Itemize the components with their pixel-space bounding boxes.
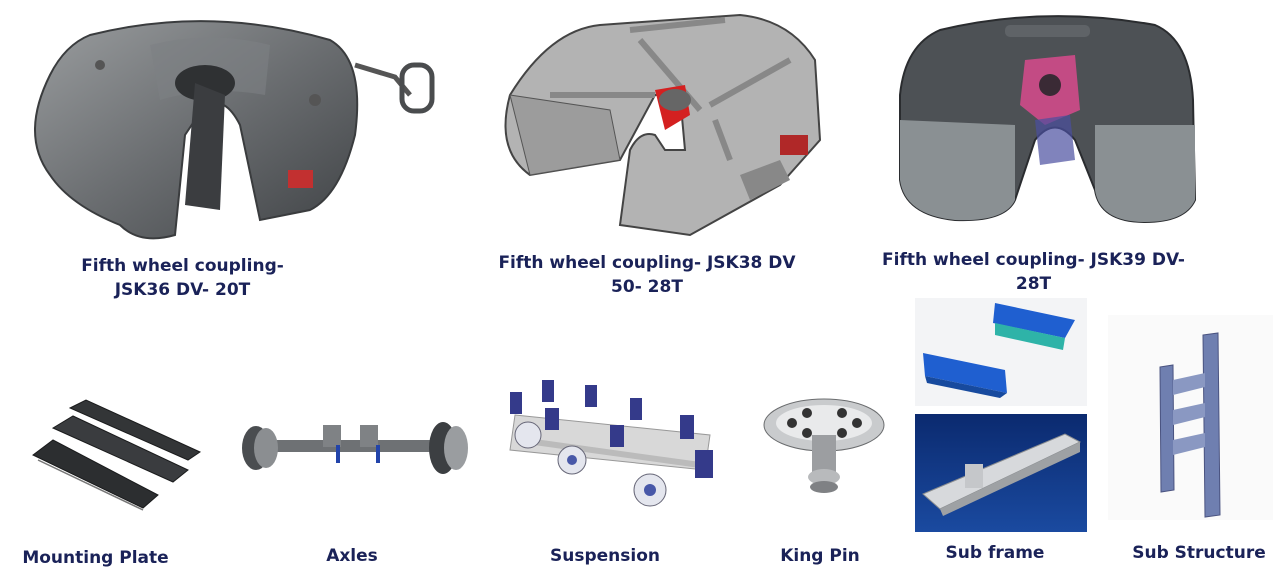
sub-frame-image-bottom xyxy=(915,414,1087,532)
caption-king-pin: King Pin xyxy=(780,546,860,566)
caption-jsk39-line1: Fifth wheel coupling- JSK39 DV- 28T xyxy=(882,250,1185,294)
caption-suspension: Suspension xyxy=(550,546,660,566)
caption-jsk38: Fifth wheel coupling- JSK38 DV 50- 28T xyxy=(497,251,797,299)
sub-frame-top-illustration xyxy=(923,303,1075,398)
caption-jsk38-line1: Fifth wheel coupling- JSK38 DV xyxy=(498,253,796,273)
sub-structure-illustration xyxy=(1159,332,1221,518)
caption-jsk36-line2: JSK36 DV- 20T xyxy=(114,280,251,300)
king-pin-illustration xyxy=(763,398,885,493)
fifth-wheel-jsk39-image xyxy=(895,0,1205,235)
fifth-wheel-jsk38-illustration xyxy=(504,13,822,237)
fifth-wheel-jsk36-image xyxy=(10,5,450,250)
mounting-plate-image xyxy=(28,399,203,515)
caption-sub-frame: Sub frame xyxy=(945,543,1045,563)
caption-axles: Axles xyxy=(326,546,378,566)
axles-image xyxy=(238,415,473,480)
caption-sub-structure: Sub Structure xyxy=(1132,543,1266,563)
suspension-illustration xyxy=(509,380,713,507)
fifth-wheel-jsk36-illustration xyxy=(34,20,435,240)
axles-illustration xyxy=(242,422,468,474)
king-pin-image xyxy=(762,395,887,495)
caption-jsk39: Fifth wheel coupling- JSK39 DV- 28T xyxy=(866,248,1201,296)
caption-jsk38-line2: 50- 28T xyxy=(611,277,683,297)
caption-jsk36-line1: Fifth wheel coupling- xyxy=(81,256,284,276)
sub-frame-image-top xyxy=(915,298,1087,406)
fifth-wheel-jsk38-image xyxy=(490,0,835,240)
sub-frame-bottom-illustration xyxy=(922,433,1082,516)
fifth-wheel-jsk39-illustration xyxy=(899,15,1197,224)
caption-jsk36: Fifth wheel coupling- JSK36 DV- 20T xyxy=(50,254,315,302)
mounting-plate-illustration xyxy=(32,399,202,511)
caption-mounting-plate: Mounting Plate xyxy=(22,548,169,568)
sub-structure-image xyxy=(1108,315,1273,520)
suspension-image xyxy=(500,380,725,520)
